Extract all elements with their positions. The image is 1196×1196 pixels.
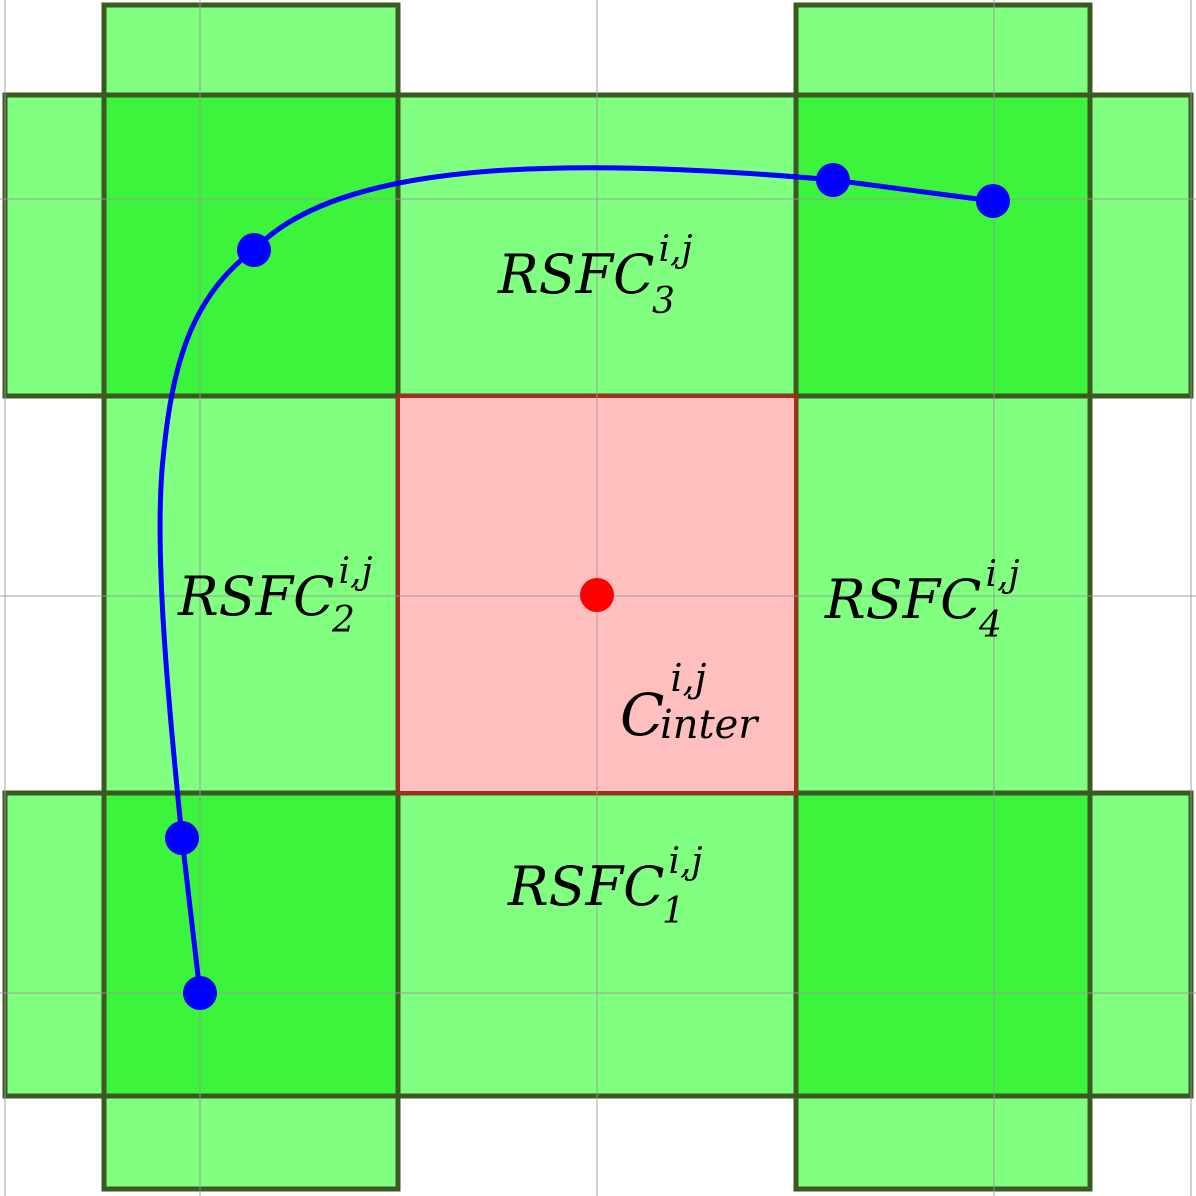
- corner-br-bottom: [793, 1093, 1093, 1192]
- label-rsfc1-subscript: 1: [662, 891, 685, 932]
- label-rsfc1-base: RSFC: [507, 855, 664, 918]
- label-rsfc2-base: RSFC: [177, 565, 334, 628]
- label-rsfc4-sup: i,j: [985, 554, 1019, 595]
- overlap-bottom-right: [793, 790, 1093, 1099]
- label-c-inter-base: C: [620, 681, 664, 749]
- overlap-top-right: [793, 92, 1093, 399]
- trajectory-point: [165, 821, 199, 855]
- corner-bl-left: [2, 790, 107, 1099]
- corner-tl-left: [2, 92, 107, 399]
- trajectory-point: [976, 184, 1010, 218]
- label-rsfc2-subscript: 2: [331, 600, 355, 641]
- trajectory: [157, 163, 1010, 1010]
- corner-br-right: [1087, 790, 1194, 1099]
- label-rsfc4-base: RSFC: [824, 568, 981, 631]
- corner-tl-top: [101, 2, 401, 98]
- label-rsfc2-sup: i,j: [338, 551, 372, 592]
- region-left: [101, 393, 401, 796]
- overlap-bottom-left: [101, 790, 401, 1099]
- label-c-inter-sup: i,j: [670, 656, 706, 700]
- label-c-inter: Ci,j: [620, 656, 707, 749]
- corner-bl-bottom: [101, 1093, 401, 1192]
- trajectory-point: [183, 976, 217, 1010]
- region-top: [395, 92, 799, 399]
- label-c-inter-subscript: inter: [660, 702, 760, 748]
- label-rsfc3-base: RSFC: [497, 243, 654, 306]
- label-rsfc4-subscript: 4: [978, 605, 1002, 646]
- corner-tr-top: [793, 2, 1093, 98]
- trajectory-point: [237, 233, 271, 267]
- center-point: [580, 578, 614, 612]
- label-rsfc1-sup: i,j: [668, 841, 702, 882]
- label-rsfc3-subscript: 3: [652, 281, 675, 322]
- label-rsfc3-sup: i,j: [658, 229, 692, 270]
- trajectory-line: [157, 165, 994, 994]
- trajectory-point: [816, 163, 850, 197]
- corner-tr-right: [1087, 92, 1194, 399]
